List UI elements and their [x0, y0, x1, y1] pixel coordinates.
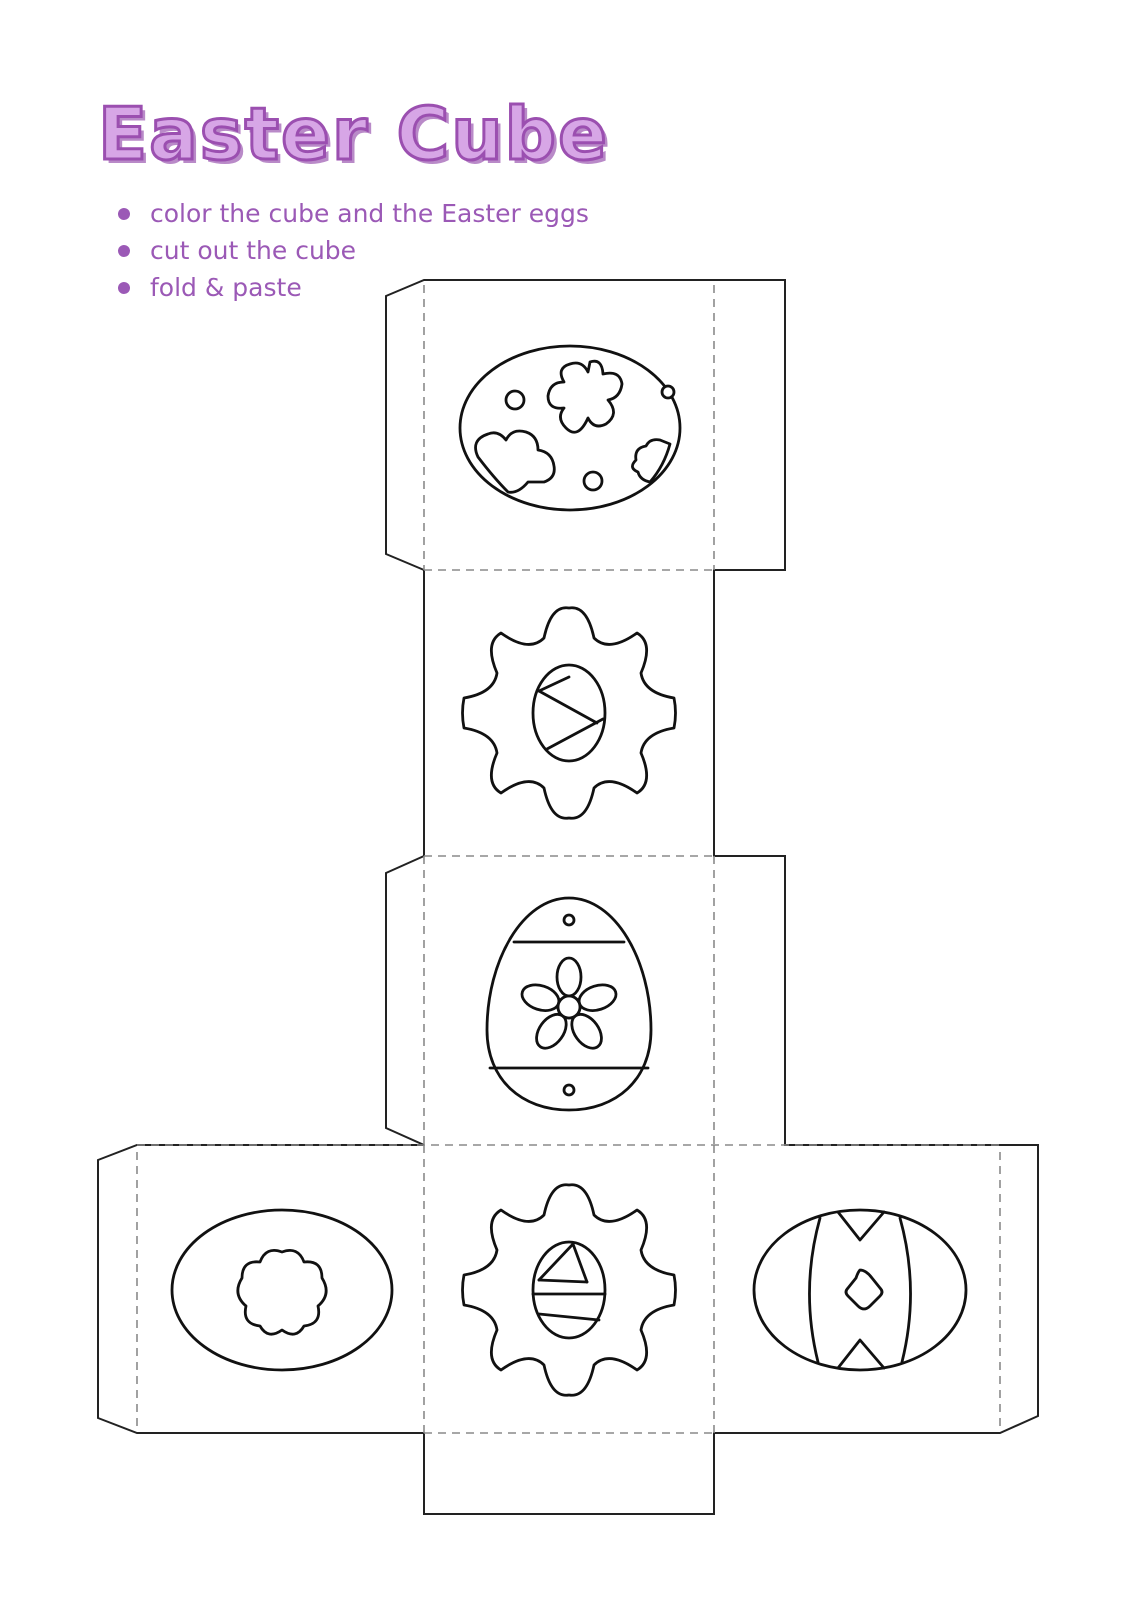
bullet-icon — [118, 208, 130, 220]
egg-with-flower-icon — [170, 1208, 394, 1372]
bullet-icon — [118, 245, 130, 257]
instruction-item: fold & paste — [112, 272, 589, 309]
egg-with-flower-and-clouds-icon — [458, 344, 682, 512]
sun-badge-with-egg-icon — [461, 606, 677, 820]
fold-lines — [136, 285, 1001, 1434]
instruction-text: color the cube and the Easter eggs — [150, 199, 589, 228]
page-title: Easter Cube — [97, 92, 609, 176]
egg-with-diamond-icon — [752, 1208, 968, 1372]
instruction-item: color the cube and the Easter eggs — [112, 198, 589, 235]
instruction-list: color the cube and the Easter eggs cut o… — [112, 198, 589, 309]
egg-with-flower-band-icon — [485, 896, 653, 1112]
instruction-item: cut out the cube — [112, 235, 589, 272]
instruction-text: fold & paste — [150, 273, 302, 302]
instruction-text: cut out the cube — [150, 236, 357, 265]
sun-badge-with-egg-icon — [461, 1183, 677, 1397]
bullet-icon — [118, 282, 130, 294]
